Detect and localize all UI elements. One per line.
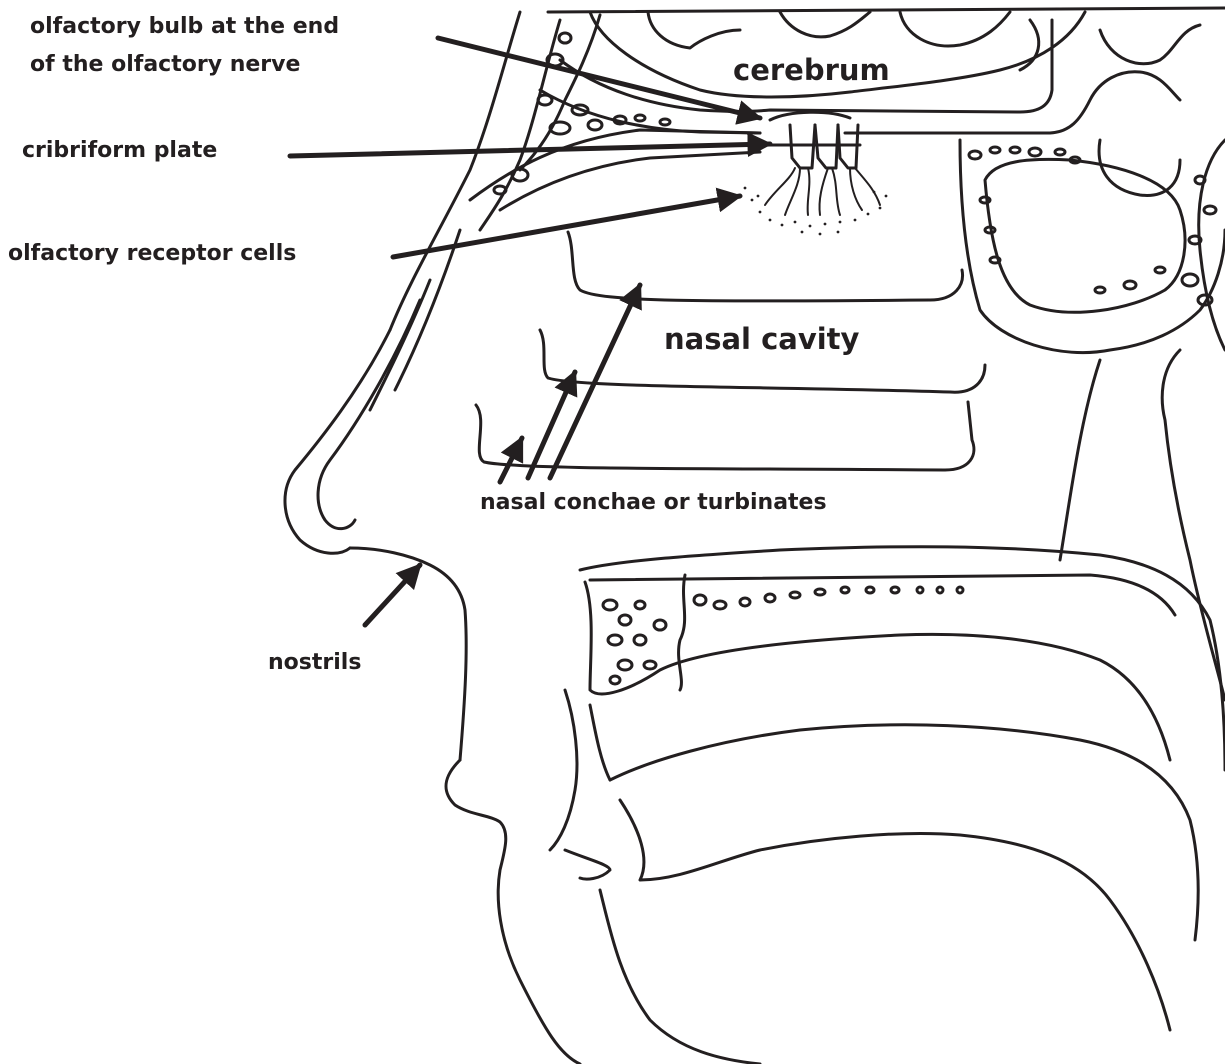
label-olfactory-receptor-cells: olfactory receptor cells xyxy=(8,243,296,265)
label-olfactory-bulb-line2: of the olfactory nerve xyxy=(30,54,300,76)
hard-palate xyxy=(580,547,1225,770)
arrow-olfactory-bulb xyxy=(438,38,760,118)
mouth-and-chin xyxy=(446,690,1198,1064)
olfactory-receptor-fibers xyxy=(765,168,880,215)
label-olfactory-bulb-line1: olfactory bulb at the end xyxy=(30,16,339,38)
frame-top-line xyxy=(548,8,1225,12)
arrow-olfactory-receptors xyxy=(393,196,740,257)
nose-outline xyxy=(285,230,466,760)
nasopharynx-walls xyxy=(1060,350,1225,700)
sphenoid-sinus xyxy=(960,140,1225,353)
label-nasal-cavity: nasal cavity xyxy=(664,325,859,354)
label-nasal-conchae: nasal conchae or turbinates xyxy=(480,492,827,514)
arrow-concha-middle xyxy=(528,372,575,478)
olfactory-stipple xyxy=(744,187,888,236)
label-cerebrum: cerebrum xyxy=(733,56,890,85)
cerebrum-folds xyxy=(590,12,1200,97)
label-nostrils: nostrils xyxy=(268,652,361,674)
cribriform-plate xyxy=(770,112,860,168)
arrow-nostrils xyxy=(365,565,420,625)
arrow-concha-lower xyxy=(500,438,522,482)
label-cribriform-plate: cribriform plate xyxy=(22,140,217,162)
